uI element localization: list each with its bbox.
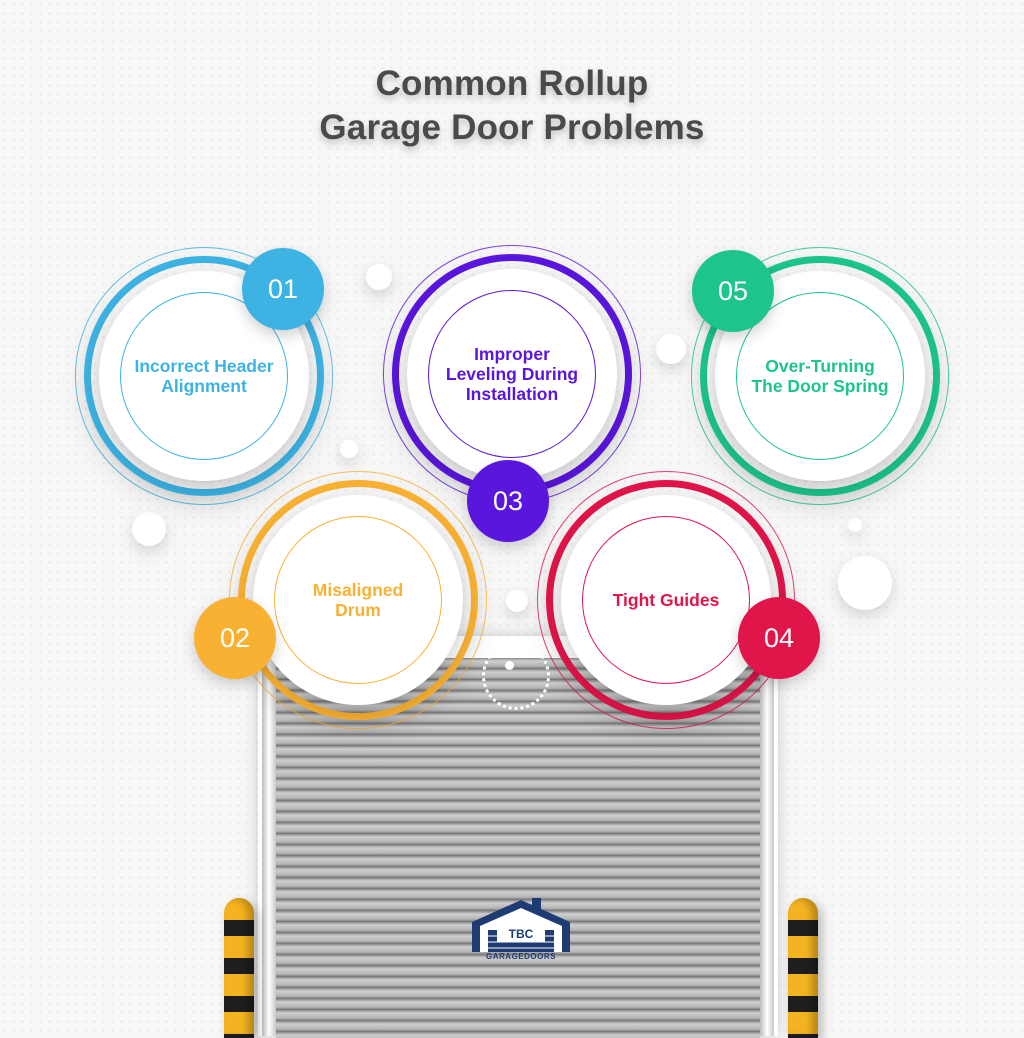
decor-bubble (132, 512, 166, 546)
decor-bubble (340, 440, 358, 458)
problem-card-05: Over-Turning The Door Spring 05 (691, 247, 949, 505)
problem-card-02: Misaligned Drum 02 (194, 471, 487, 729)
tbc-garage-doors-logo: TBC GARAGEDOORS (466, 896, 576, 966)
problem-inner-ring (736, 292, 904, 460)
problem-ring (84, 256, 324, 496)
dotted-ring-decor (482, 642, 550, 710)
problem-number-badge: 01 (242, 248, 324, 330)
problem-inner-ring (274, 516, 442, 684)
problem-number-badge: 05 (692, 250, 774, 332)
decor-bubble (848, 518, 862, 532)
problem-outline-ring (691, 247, 949, 505)
problem-inner-ring (428, 290, 596, 458)
problem-label: Over-Turning The Door Spring (751, 356, 889, 396)
decor-bubble (656, 334, 686, 364)
problem-inner-ring (582, 516, 750, 684)
problem-card-01: Incorrect Header Alignment 01 (75, 247, 333, 505)
logo-name: GARAGEDOORS (486, 952, 556, 961)
garage-house-icon (472, 898, 570, 952)
problem-label: Improper Leveling During Installation (445, 344, 579, 404)
problem-number-badge: 02 (194, 597, 276, 679)
door-right-rail (760, 636, 774, 1036)
decor-bubble (366, 264, 392, 290)
right-bollard (788, 898, 818, 1038)
decor-bubble (838, 556, 892, 610)
logo-initials: TBC (497, 926, 545, 942)
problem-label: Tight Guides (612, 590, 720, 610)
problem-number-badge: 03 (467, 460, 549, 542)
problem-ring (700, 256, 940, 496)
problem-outline-ring (75, 247, 333, 505)
title-line-2: Garage Door Problems (319, 108, 705, 147)
problem-label: Misaligned Drum (312, 580, 404, 620)
page-title: Common Rollup Garage Door Problems (0, 62, 1024, 150)
problem-card-03: Improper Leveling During Installation 03 (383, 245, 641, 542)
problem-number-badge: 04 (738, 597, 820, 679)
door-left-rail (262, 636, 276, 1036)
dotted-center-decor (505, 661, 514, 670)
title-line-1: Common Rollup (375, 64, 649, 103)
left-bollard (224, 898, 254, 1038)
decor-bubble (506, 590, 528, 612)
problem-card-04: Tight Guides 04 (537, 471, 820, 729)
problem-label: Incorrect Header Alignment (134, 356, 274, 396)
